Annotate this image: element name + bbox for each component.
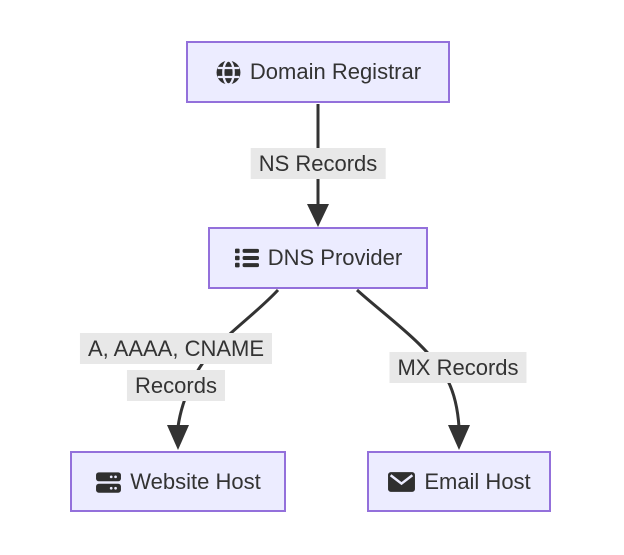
edge-label-a-aaaa-cname-records: A, AAAA, CNAME Records xyxy=(79,333,273,401)
arrowhead-a-aaaa-cname xyxy=(167,425,189,450)
globe-icon xyxy=(216,58,241,86)
list-icon xyxy=(234,248,259,268)
edge-label-mx-records: MX Records xyxy=(389,352,527,383)
edge-label-text: MX Records xyxy=(389,352,527,383)
edge-label-ns-records: NS Records xyxy=(250,148,386,179)
envelope-icon xyxy=(388,471,416,492)
node-label: DNS Provider xyxy=(267,245,403,270)
node-email-host: Email Host xyxy=(367,451,551,512)
node-website-host: Website Host xyxy=(70,451,286,512)
edge-label-text: NS Records xyxy=(250,148,386,179)
edge-line-a-aaaa-cname xyxy=(176,288,280,428)
arrowhead-ns xyxy=(307,204,329,227)
edge-label-text-line2: Records xyxy=(127,370,225,401)
node-label: Email Host xyxy=(424,468,531,494)
node-dns-provider: DNS Provider xyxy=(208,227,428,289)
server-icon xyxy=(96,472,122,493)
edge-label-text-line1: A, AAAA, CNAME xyxy=(79,333,273,364)
node-domain-registrar: Domain Registrar xyxy=(186,41,450,103)
node-label: Domain Registrar xyxy=(249,59,422,84)
edge-dns-to-website xyxy=(167,288,280,450)
node-label: Website Host xyxy=(130,468,261,494)
arrowhead-mx xyxy=(448,425,470,450)
